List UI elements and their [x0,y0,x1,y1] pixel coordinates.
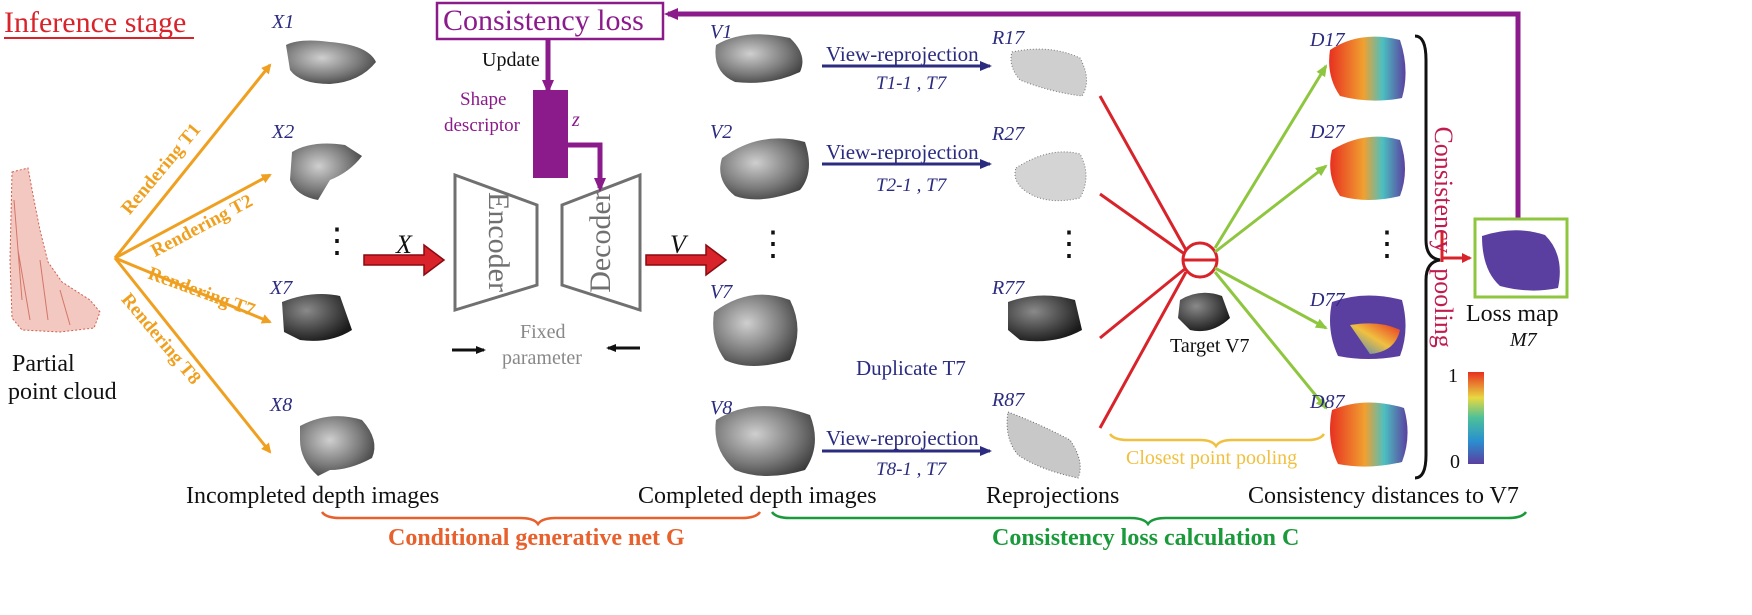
partial-cloud-label-1: Partial [12,351,75,377]
distance-maps [1329,36,1408,467]
closest-point-pooling-label: Closest point pooling [1126,447,1298,469]
pooling-brace [1414,34,1441,480]
consistency-loss-box [435,1,665,41]
closest-point-brace [1108,433,1326,449]
caption-reprojections: Reprojections [986,483,1120,509]
dots-v: ⋮ [756,226,790,263]
v-output-label: V [670,230,686,259]
x8-label: X8 [270,394,293,416]
x-input-label: X [396,230,412,259]
reprojection-images [1006,48,1087,479]
loss-map-image [1482,230,1560,291]
title: Inference stage [4,6,187,39]
generative-brace [320,511,762,527]
x2-label: X2 [272,121,295,143]
loss-feedback-arrow [664,8,1521,218]
loss-map-label: Loss map [1466,301,1559,327]
view-reprojection-1: View-reprojection [826,42,979,66]
transform-8: T8-1 , T7 [876,459,947,480]
shape-descriptor-label-1: Shape [460,89,507,110]
d2-label: D27 [1310,121,1345,143]
reprojection-arrows [822,61,992,456]
caption-completed: Completed depth images [638,483,877,509]
update-label: Update [482,49,540,71]
transform-2: T2-1 , T7 [876,175,947,196]
x1-label: X1 [272,11,295,33]
rendering-arrows [113,63,272,454]
partial-cloud-label-2: point cloud [8,379,117,405]
consistency-vertical-label: Consistency [1429,126,1458,254]
z-label: z [572,109,580,131]
consistency-loss-label: Consistency loss [443,4,644,37]
r8-label: R87 [992,389,1025,411]
encoder-label: Encoder [482,192,515,292]
x7-label: X7 [270,277,293,299]
fixed-parameter-label-1: Fixed [520,321,566,343]
view-reprojection-8: View-reprojection [826,426,979,450]
decoder-label: Decoder [584,191,617,293]
duplicate-label: Duplicate T7 [856,356,966,380]
dots-r: ⋮ [1052,226,1086,263]
colorbar [1468,372,1484,464]
target-label: Target V7 [1170,335,1250,357]
view-reprojection-2: View-reprojection [826,140,979,164]
encoder-block [453,172,539,313]
v1-label: V1 [710,21,733,43]
r2-label: R27 [992,123,1025,145]
v7-label: V7 [710,281,733,303]
d8-label: D87 [1310,391,1345,413]
incompleted-depth-images [282,40,376,476]
shape-descriptor-label-2: descriptor [444,115,520,136]
dots-x: ⋮ [320,223,354,260]
data-flow-arrows [363,243,728,277]
loss-calc-label: Consistency loss calculation C [992,525,1300,551]
d1-label: D17 [1310,29,1345,51]
d7-label: D77 [1310,289,1345,311]
caption-consistency-distances: Consistency distances to V7 [1248,483,1519,509]
distance-arrows [1213,64,1328,410]
v2-label: V2 [710,121,733,143]
decoder-block [560,172,642,313]
v8-label: V8 [710,397,733,419]
partial-point-cloud-image [9,167,101,333]
completed-depth-images [713,34,815,476]
fixed-parameter-label-2: parameter [502,347,582,369]
dots-d: ⋮ [1370,226,1404,263]
r7-label: R77 [992,277,1025,299]
loss-map-symbol: M7 [1510,329,1537,351]
loss-calc-brace [770,511,1528,527]
pooling-vertical-label: pooling [1429,268,1458,348]
colorbar-min: 0 [1450,451,1460,473]
shape-descriptor-bar [533,90,568,178]
r1-label: R17 [992,27,1025,49]
generative-net-label: Conditional generative net G [388,525,685,551]
closest-point-lines [1098,95,1188,429]
colorbar-max: 1 [1448,365,1458,387]
transform-1: T1-1 , T7 [876,73,947,94]
caption-incompleted: Incompleted depth images [186,483,440,509]
target-image [1178,292,1230,332]
